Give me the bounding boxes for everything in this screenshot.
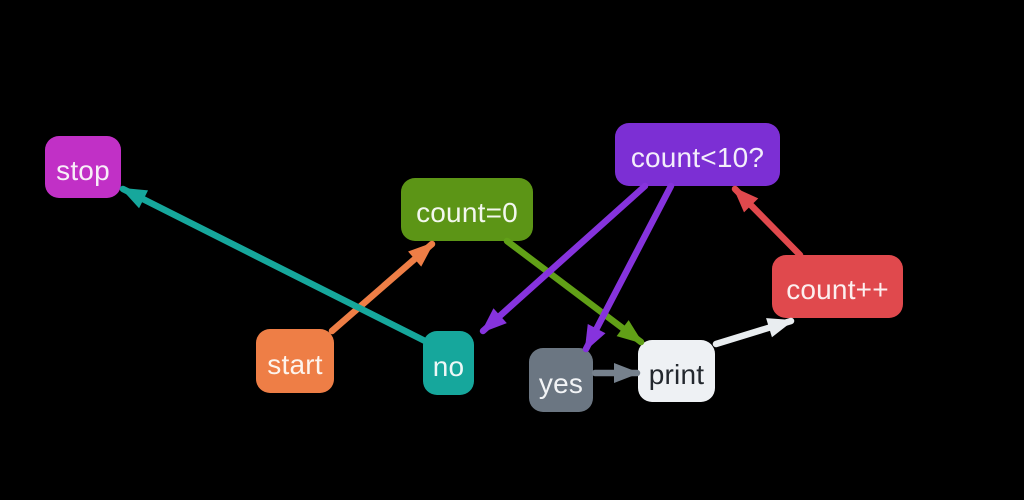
node-label-count-inc: count++ [786,274,889,305]
flowchart-node-yes: yes [529,348,593,412]
node-label-yes: yes [538,367,584,399]
node-label-start: start [267,348,323,380]
node-label-stop: stop [56,154,110,186]
flowchart-node-no: no [423,331,474,395]
flowchart-node-print: print [638,340,715,402]
flowchart-node-start: start [256,329,334,393]
node-label-no: no [432,350,465,382]
node-label-count-init: count=0 [416,197,518,228]
flowchart-node-count-inc: count++ [772,255,903,318]
flowchart-node-count-init: count=0 [401,178,533,241]
node-label-print: print [648,358,705,390]
node-label-count-check: count<10? [630,142,765,173]
flowchart-node-count-check: count<10? [615,123,780,186]
flowchart-node-stop: stop [45,136,121,198]
